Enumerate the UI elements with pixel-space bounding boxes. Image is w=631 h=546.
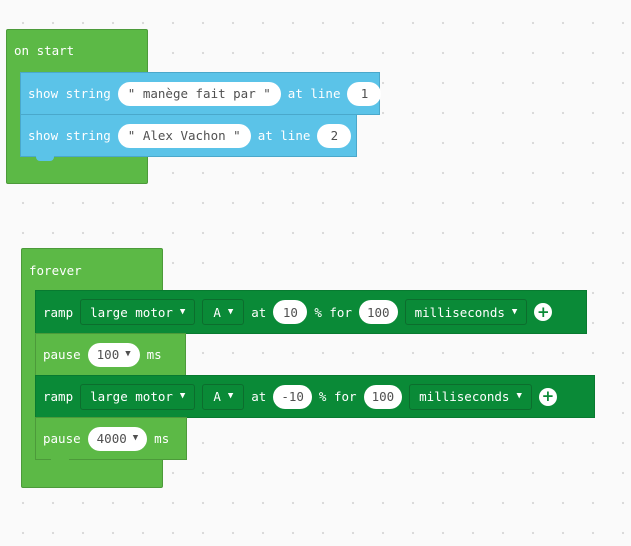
at-label: at <box>251 389 267 404</box>
chevron-down-icon: ▼ <box>132 433 139 443</box>
plus-icon[interactable]: + <box>538 387 557 406</box>
motor-type-value: large motor <box>90 304 173 320</box>
ramp-motor-block-1[interactable]: ramp large motor ▼ A ▼ at 10 % for 100 m… <box>35 290 587 334</box>
block-notch <box>36 156 54 161</box>
port-dropdown-2[interactable]: A ▼ <box>202 383 245 410</box>
pause-block-1[interactable]: pause 100 ▼ ms <box>35 333 186 376</box>
motor-type-value: large motor <box>90 389 173 404</box>
chevron-down-icon: ▼ <box>227 391 234 401</box>
at-line-label: at line <box>257 128 311 143</box>
show-string-keyword: show string <box>28 128 111 143</box>
port-value: A <box>213 304 221 320</box>
pause-duration-dropdown-2[interactable]: 4000 ▼ <box>87 426 148 451</box>
chevron-down-icon: ▼ <box>179 391 186 401</box>
pause-keyword: pause <box>43 431 81 446</box>
percent-for-label: % for <box>314 304 352 320</box>
chevron-down-icon: ▼ <box>179 306 186 317</box>
block-notch <box>51 459 69 464</box>
chevron-down-icon: ▼ <box>125 349 131 359</box>
percent-for-label: % for <box>318 389 357 404</box>
line-number-input-2[interactable]: 2 <box>317 123 352 148</box>
time-unit-dropdown-1[interactable]: milliseconds ▼ <box>404 299 528 325</box>
pause-value: 4000 <box>96 431 127 446</box>
time-unit-value: milliseconds <box>414 304 505 320</box>
speed-input-2[interactable]: -10 <box>273 384 312 409</box>
show-string-keyword: show string <box>28 86 111 101</box>
show-string-block-2[interactable]: show string " Alex Vachon " at line 2 <box>20 114 357 157</box>
pause-value: 100 <box>96 347 120 362</box>
pause-unit-label: ms <box>146 347 162 362</box>
ramp-motor-block-2[interactable]: ramp large motor ▼ A ▼ at -10 % for 100 … <box>35 375 595 418</box>
at-line-label: at line <box>287 86 341 101</box>
string-input-1[interactable]: " manège fait par " <box>117 81 281 106</box>
duration-input-2[interactable]: 100 <box>363 384 403 409</box>
chevron-down-icon: ▼ <box>511 306 518 317</box>
speed-input-1[interactable]: 10 <box>273 300 308 324</box>
at-label: at <box>251 304 267 320</box>
string-input-2[interactable]: " Alex Vachon " <box>117 123 251 148</box>
ramp-keyword: ramp <box>43 389 74 404</box>
pause-block-2[interactable]: pause 4000 ▼ ms <box>35 417 187 460</box>
chevron-down-icon: ▼ <box>516 391 522 401</box>
time-unit-value: milliseconds <box>419 389 510 404</box>
show-string-block-1[interactable]: show string " manège fait par " at line … <box>20 72 382 115</box>
forever-label: forever <box>29 263 82 278</box>
motor-type-dropdown-1[interactable]: large motor ▼ <box>80 299 196 325</box>
plus-icon[interactable]: + <box>534 303 553 321</box>
chevron-down-icon: ▼ <box>227 306 234 317</box>
pause-unit-label: ms <box>154 431 170 446</box>
on-start-label: on start <box>14 43 75 58</box>
pause-duration-dropdown-1[interactable]: 100 ▼ <box>87 342 140 367</box>
ramp-keyword: ramp <box>43 304 74 320</box>
duration-input-1[interactable]: 100 <box>358 300 398 324</box>
port-dropdown-1[interactable]: A ▼ <box>202 299 245 325</box>
pause-keyword: pause <box>43 347 81 362</box>
motor-type-dropdown-2[interactable]: large motor ▼ <box>80 383 196 410</box>
time-unit-dropdown-2[interactable]: milliseconds ▼ <box>409 383 532 410</box>
line-number-input-1[interactable]: 1 <box>347 81 382 106</box>
port-value: A <box>213 389 221 404</box>
